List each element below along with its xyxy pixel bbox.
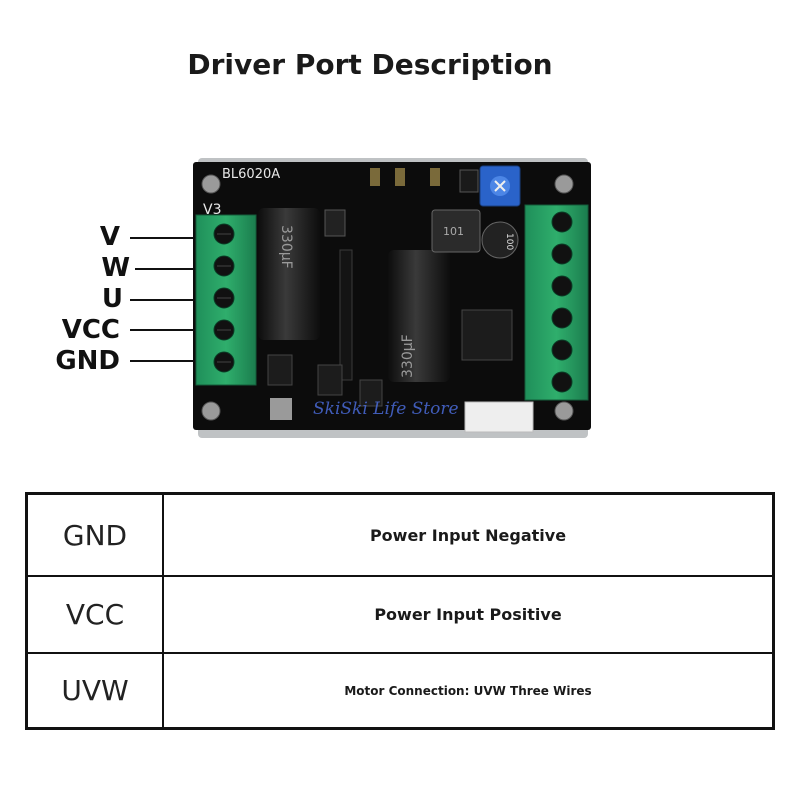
small-capacitor-label: 100 [504, 233, 514, 250]
port-description-table: GND Power Input Negative VCC Power Input… [25, 492, 775, 730]
inductor-label: 101 [443, 225, 464, 238]
capacitor-1 [258, 208, 320, 340]
board-model-label: BL6020A [222, 167, 280, 182]
small-capacitor [481, 221, 519, 259]
port-label-u: U [101, 284, 123, 314]
table-value-cell: Power Input Positive [374, 605, 562, 624]
inductor [431, 209, 481, 253]
capacitor-1-label: 330µF [278, 225, 294, 269]
table-row: GND Power Input Negative [28, 495, 772, 577]
table-value-cell: Motor Connection: UVW Three Wires [344, 683, 592, 698]
white-connector [464, 401, 534, 433]
table-value-cell: Power Input Negative [369, 525, 567, 545]
table-key-cell: VCC [28, 577, 164, 652]
table-row: UVW Motor Connection: UVW Three Wires [28, 654, 772, 727]
board-version-label: V3 [203, 202, 221, 218]
screw-icon [554, 401, 574, 421]
table-key-cell: GND [28, 495, 164, 575]
table-key-cell: UVW [28, 654, 164, 727]
screw-icon [201, 401, 221, 421]
port-label-w: W [101, 253, 130, 283]
capacitor-2-label: 330µF [400, 334, 416, 378]
right-terminal-block [524, 204, 589, 401]
capacitor-2 [388, 250, 450, 382]
page-title: Driver Port Description [187, 48, 553, 81]
screw-icon [554, 174, 574, 194]
port-label-v: V [99, 222, 120, 252]
watermark: SkiSki Life Store [313, 399, 459, 419]
screw-icon [201, 174, 221, 194]
port-label-gnd: GND [55, 346, 120, 376]
port-label-vcc: VCC [61, 315, 120, 345]
driver-chip [461, 309, 513, 361]
table-row: VCC Power Input Positive [28, 577, 772, 654]
